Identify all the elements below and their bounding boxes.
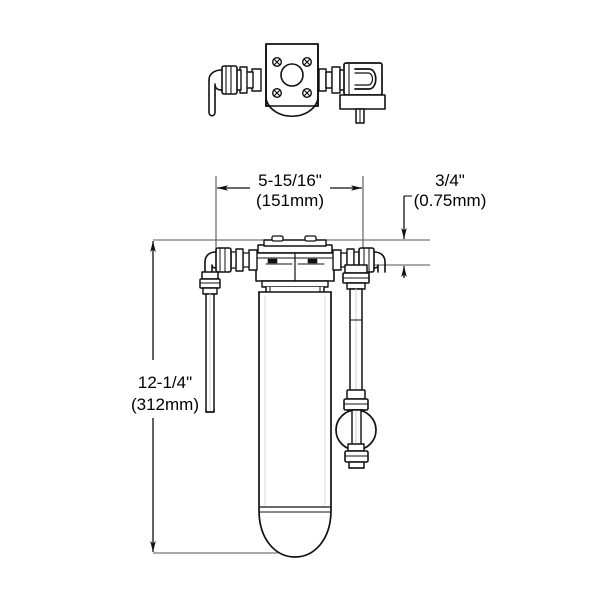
dim-offset-imperial: 3/4" xyxy=(435,171,465,190)
front-elevation xyxy=(199,235,386,558)
dim-width-imperial: 5-15/16" xyxy=(258,171,322,190)
top-view-right-valve xyxy=(318,62,386,124)
dim-offset-metric: (0.75mm) xyxy=(414,191,487,210)
dimension-width: 5-15/16" (151mm) xyxy=(215,171,364,268)
ball-valve xyxy=(335,389,377,469)
right-outlet-fitting xyxy=(332,247,386,395)
dimension-height: 12-1/4" (312mm) xyxy=(131,239,310,554)
dim-height-imperial: 12-1/4" xyxy=(138,373,192,392)
screw-icon-bottom-left xyxy=(272,87,283,98)
filter-head xyxy=(255,235,335,301)
screw-icon-top-right xyxy=(302,57,313,68)
top-view-bracket-plate xyxy=(265,43,319,118)
left-inlet-fitting xyxy=(199,247,258,413)
dim-width-metric: (151mm) xyxy=(256,191,324,210)
screw-icon-bottom-right xyxy=(302,87,313,98)
top-view-left-fitting xyxy=(208,65,262,117)
center-port-circle xyxy=(280,63,304,87)
screw-icon-top-left xyxy=(272,57,283,68)
filter-canister xyxy=(258,291,332,558)
dim-height-metric: (312mm) xyxy=(131,395,199,414)
top-view xyxy=(208,43,386,124)
